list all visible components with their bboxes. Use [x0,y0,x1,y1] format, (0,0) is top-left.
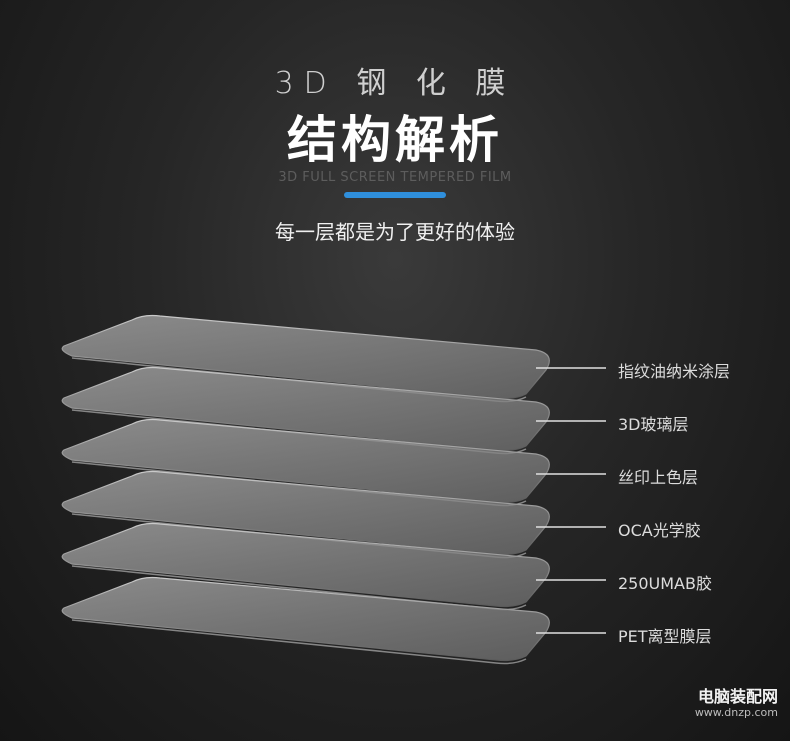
layer-label: PET离型膜层 [618,627,712,646]
layer-plate [61,576,550,662]
layer-plate [61,366,550,452]
layer-label: 指纹油纳米涂层 [618,362,731,381]
layer-edge [71,619,527,665]
layer-label: 丝印上色层 [618,468,699,487]
layer-plate [61,470,550,556]
watermark-url: www.dnzp.com [694,706,778,719]
watermark-site: 电脑装配网 [697,687,778,706]
english-caption: 3D FULL SCREEN TEMPERED FILM [278,170,512,185]
accent-bar [344,192,446,198]
product-subtitle: 3D 钢 化 膜 [274,66,516,101]
layer-label: 3D玻璃层 [618,415,689,434]
layer-plate [61,522,550,608]
layer-label: OCA光学胶 [618,521,701,540]
watermark: 电脑装配网 www.dnzp.com [695,689,778,721]
layer-label: 250UMAB胶 [618,574,712,593]
tagline: 每一层都是为了更好的体验 [275,220,515,244]
page-title: 结构解析 [287,111,503,169]
layer-plate [61,314,550,400]
